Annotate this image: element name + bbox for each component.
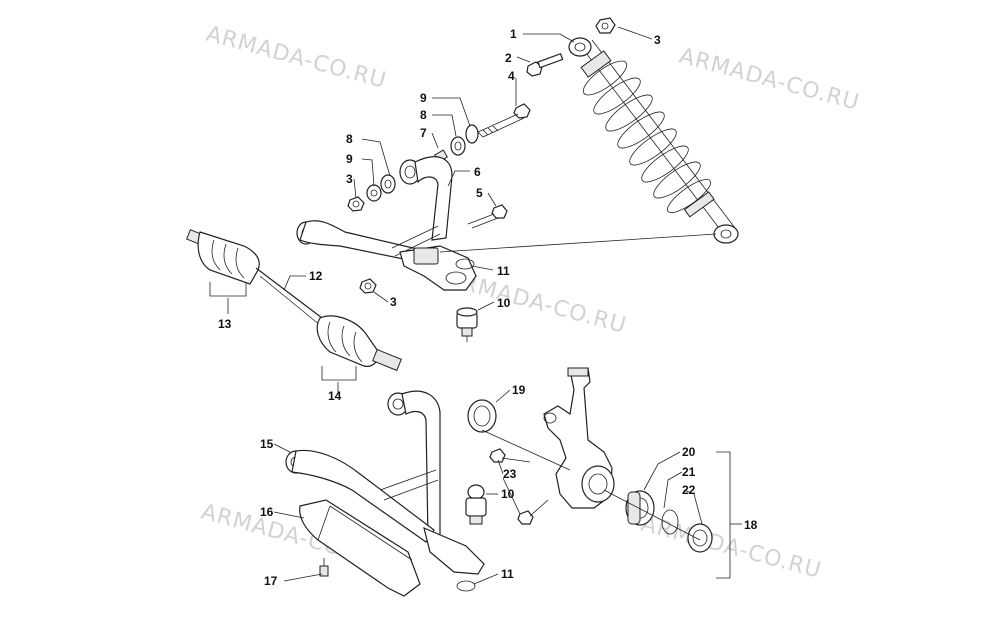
seal [467, 399, 497, 433]
callout-13: 13 [218, 317, 232, 331]
skid-plate [299, 499, 421, 597]
callout-14: 14 [328, 389, 342, 403]
bearing-seal [687, 523, 713, 553]
callout-18: 18 [744, 518, 758, 532]
callout-7: 7 [420, 126, 427, 140]
callout-labels: 1 2 3 4 5 6 7 8 9 10 11 12 13 14 15 16 1… [218, 27, 758, 588]
callout-1: 1 [510, 27, 517, 41]
callout-9-left: 9 [346, 152, 353, 166]
wheel-bearing [625, 490, 655, 526]
callout-3-left: 3 [346, 172, 353, 186]
callout-6: 6 [474, 165, 481, 179]
upper-a-arm [296, 156, 477, 291]
ball-joint-lower [465, 484, 487, 525]
callout-5: 5 [476, 186, 483, 200]
reference-lines [439, 233, 717, 541]
bearing-circlip [661, 509, 679, 535]
shock-top-bushing [568, 37, 592, 57]
callout-17: 17 [264, 574, 278, 588]
callout-12: 12 [309, 269, 323, 283]
callout-11-lower: 11 [501, 567, 514, 581]
circlip-upper [455, 258, 475, 270]
ball-joint-upper [456, 307, 478, 342]
steering-knuckle [543, 367, 615, 509]
bolt-shock [526, 53, 564, 77]
callout-3: 3 [654, 33, 661, 47]
callout-15: 15 [260, 437, 274, 451]
nut-lower [359, 278, 377, 294]
callout-11: 11 [497, 264, 510, 278]
upper-washer-stack [433, 124, 479, 163]
callout-23: 23 [503, 467, 517, 481]
lower-a-arm [285, 390, 485, 575]
left-washer-stack [347, 174, 396, 212]
callout-4: 4 [508, 69, 515, 83]
long-bolt [477, 103, 531, 138]
callout-10: 10 [497, 296, 511, 310]
callout-16: 16 [260, 505, 274, 519]
callout-19: 19 [512, 383, 526, 397]
callout-9: 9 [420, 91, 427, 105]
bolts-knuckle [489, 448, 549, 525]
shock-absorber [579, 39, 739, 244]
callout-22: 22 [682, 483, 696, 497]
circlip-lower [456, 580, 476, 592]
watermark: ARMADA-CO.RU [676, 44, 862, 116]
bolt-upper-arm [467, 204, 508, 229]
callout-10-lower: 10 [501, 487, 515, 501]
leader-lines [209, 26, 742, 585]
callout-8-left: 8 [346, 132, 353, 146]
callout-20: 20 [682, 445, 696, 459]
skid-plate-screw [319, 558, 329, 577]
callout-21: 21 [682, 465, 696, 479]
callout-2: 2 [505, 51, 512, 65]
callout-8: 8 [420, 108, 427, 122]
callout-3-lower: 3 [390, 295, 397, 309]
nut-top [595, 17, 616, 34]
watermark: ARMADA-CO.RU [203, 22, 389, 94]
watermarks: ARMADA-CO.RU ARMADA-CO.RU ARMADA-CO.RU A… [198, 22, 862, 584]
drive-shaft [185, 229, 402, 372]
